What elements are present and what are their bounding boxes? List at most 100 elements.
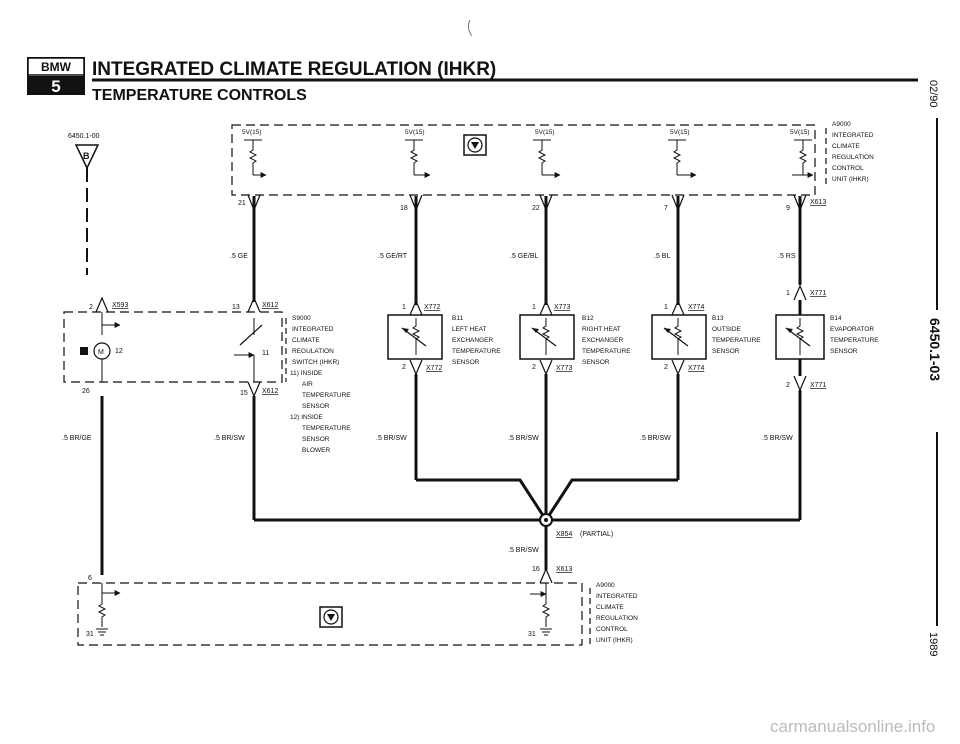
- svg-text:31: 31: [528, 631, 536, 638]
- svg-text:16: 16: [532, 566, 540, 573]
- reference-label: 6450.1-00: [68, 133, 100, 140]
- ground-channel-right: 31: [528, 583, 552, 638]
- svg-text:M: M: [98, 349, 104, 356]
- svg-text:CLIMATE: CLIMATE: [832, 143, 860, 150]
- svg-text:CONTROL: CONTROL: [832, 165, 864, 172]
- svg-text:2: 2: [89, 304, 93, 311]
- side-date: 02/90: [927, 80, 939, 108]
- s9000-label: S9000 INTEGRATED CLIMATE REGULATION SWIT…: [290, 315, 351, 454]
- svg-text:AIR: AIR: [302, 381, 313, 388]
- side-page-number: 6450.1-03: [927, 318, 943, 381]
- svg-text:.5 GE/RT: .5 GE/RT: [378, 253, 408, 260]
- svg-text:B13: B13: [712, 315, 724, 322]
- svg-text:21: 21: [238, 200, 246, 207]
- svg-text:.5 BR/SW: .5 BR/SW: [508, 547, 539, 554]
- s9000-box: [63, 311, 283, 383]
- svg-text:X772: X772: [424, 304, 440, 311]
- svg-text:INTEGRATED: INTEGRATED: [292, 326, 334, 333]
- svg-text:TEMPERATURE: TEMPERATURE: [712, 337, 761, 344]
- svg-text:.5 BR/SW: .5 BR/SW: [214, 435, 245, 442]
- svg-text:9: 9: [786, 205, 790, 212]
- stray-mark: [467, 19, 473, 37]
- svg-text:2: 2: [402, 364, 406, 371]
- side-year: 1989: [927, 632, 939, 656]
- svg-text:.5 BR/SW: .5 BR/SW: [762, 435, 793, 442]
- page-subtitle: TEMPERATURE CONTROLS: [92, 87, 307, 104]
- svg-text:SENSOR: SENSOR: [712, 348, 740, 355]
- svg-text:X774: X774: [688, 304, 704, 311]
- connector-x612-bottom: X612: [262, 388, 278, 395]
- blower-motor-icon: M: [80, 342, 111, 360]
- svg-text:5V(15): 5V(15): [790, 129, 810, 136]
- svg-text:SENSOR: SENSOR: [452, 359, 480, 366]
- svg-text:S9000: S9000: [292, 315, 311, 322]
- svg-text:7: 7: [664, 205, 668, 212]
- svg-text:X774: X774: [688, 365, 704, 372]
- svg-text:EVAPORATOR: EVAPORATOR: [830, 326, 874, 333]
- temperature-switch-symbol: [234, 318, 263, 382]
- solid-state-symbol-icon: [463, 134, 487, 156]
- svg-text:.5 BR/GE: .5 BR/GE: [62, 435, 92, 442]
- svg-text:X771: X771: [810, 382, 826, 389]
- wire-rs: .5 RS: [778, 194, 807, 285]
- svg-text:15: 15: [240, 390, 248, 397]
- x612-connector-symbol-top: [247, 296, 261, 313]
- svg-text:X772: X772: [426, 365, 442, 372]
- svg-text:1: 1: [664, 304, 668, 311]
- wire-bl: .5 BL: [654, 194, 685, 305]
- connector-x613-top: X613: [810, 199, 826, 206]
- svg-text:REGULATION: REGULATION: [292, 348, 334, 355]
- svg-text:TEMPERATURE: TEMPERATURE: [830, 337, 879, 344]
- svg-text:SENSOR: SENSOR: [302, 436, 330, 443]
- svg-text:31: 31: [86, 631, 94, 638]
- a9000-bottom-box: [77, 582, 583, 646]
- svg-text:CLIMATE: CLIMATE: [596, 604, 624, 611]
- svg-text:1: 1: [786, 290, 790, 297]
- svg-text:.5 BR/SW: .5 BR/SW: [508, 435, 539, 442]
- reference-triangle: [74, 144, 100, 170]
- svg-text:B14: B14: [830, 315, 842, 322]
- supply-channel-2: 5V(15): [405, 129, 431, 178]
- connector-x593: X593: [112, 302, 128, 309]
- svg-text:TEMPERATURE: TEMPERATURE: [452, 348, 501, 355]
- svg-text:CONTROL: CONTROL: [596, 626, 628, 633]
- svg-text:5V(15): 5V(15): [242, 129, 262, 136]
- svg-text:B11: B11: [452, 315, 463, 322]
- svg-text:2: 2: [664, 364, 668, 371]
- svg-text:22: 22: [532, 205, 540, 212]
- svg-text:5V(15): 5V(15): [405, 129, 425, 136]
- svg-text:1: 1: [532, 304, 536, 311]
- svg-text:X773: X773: [556, 365, 572, 372]
- svg-text:.5 BR/SW: .5 BR/SW: [376, 435, 407, 442]
- svg-text:6: 6: [88, 575, 92, 582]
- x593-connector-symbol: [95, 296, 109, 313]
- wire-ge-bl: .5 GE/BL: [510, 194, 553, 305]
- sensor-b11: 1 X772 2 X772 B11 LEFT HEAT EXCHANGER TE…: [387, 299, 501, 376]
- svg-text:SENSOR: SENSOR: [582, 359, 610, 366]
- svg-text:TEMPERATURE: TEMPERATURE: [582, 348, 631, 355]
- svg-text:2: 2: [532, 364, 536, 371]
- svg-text:INTEGRATED: INTEGRATED: [596, 593, 638, 600]
- svg-text:TEMPERATURE: TEMPERATURE: [302, 392, 351, 399]
- svg-text:TEMPERATURE: TEMPERATURE: [302, 425, 351, 432]
- svg-text:X773: X773: [554, 304, 570, 311]
- svg-text:EXCHANGER: EXCHANGER: [452, 337, 493, 344]
- supply-channel-4: 5V(15): [668, 129, 697, 178]
- connector-x612-top: X612: [262, 302, 278, 309]
- sensor-b14: 1 X771 2 X771 B14 EVAPORATOR TEMPERATURE…: [775, 284, 879, 392]
- svg-text:11) INSIDE: 11) INSIDE: [290, 370, 323, 377]
- svg-text:A9000: A9000: [832, 121, 851, 128]
- page-title: INTEGRATED CLIMATE REGULATION (IHKR): [92, 59, 496, 80]
- supply-channel-3: 5V(15): [533, 129, 561, 178]
- a9000-top-label: A9000 INTEGRATED CLIMATE REGULATION CONT…: [832, 121, 874, 183]
- bmw-logo-icon: BMW 5: [27, 57, 85, 96]
- connector-x613-bottom: X613: [556, 566, 572, 573]
- logo-series: 5: [51, 77, 60, 96]
- svg-text:12: 12: [115, 348, 123, 355]
- ground-channel-left: 31: [86, 583, 121, 638]
- wire-ge: .5 GE: [230, 194, 261, 302]
- svg-text:X854: X854: [556, 531, 572, 538]
- svg-text:.5 BL: .5 BL: [654, 253, 670, 260]
